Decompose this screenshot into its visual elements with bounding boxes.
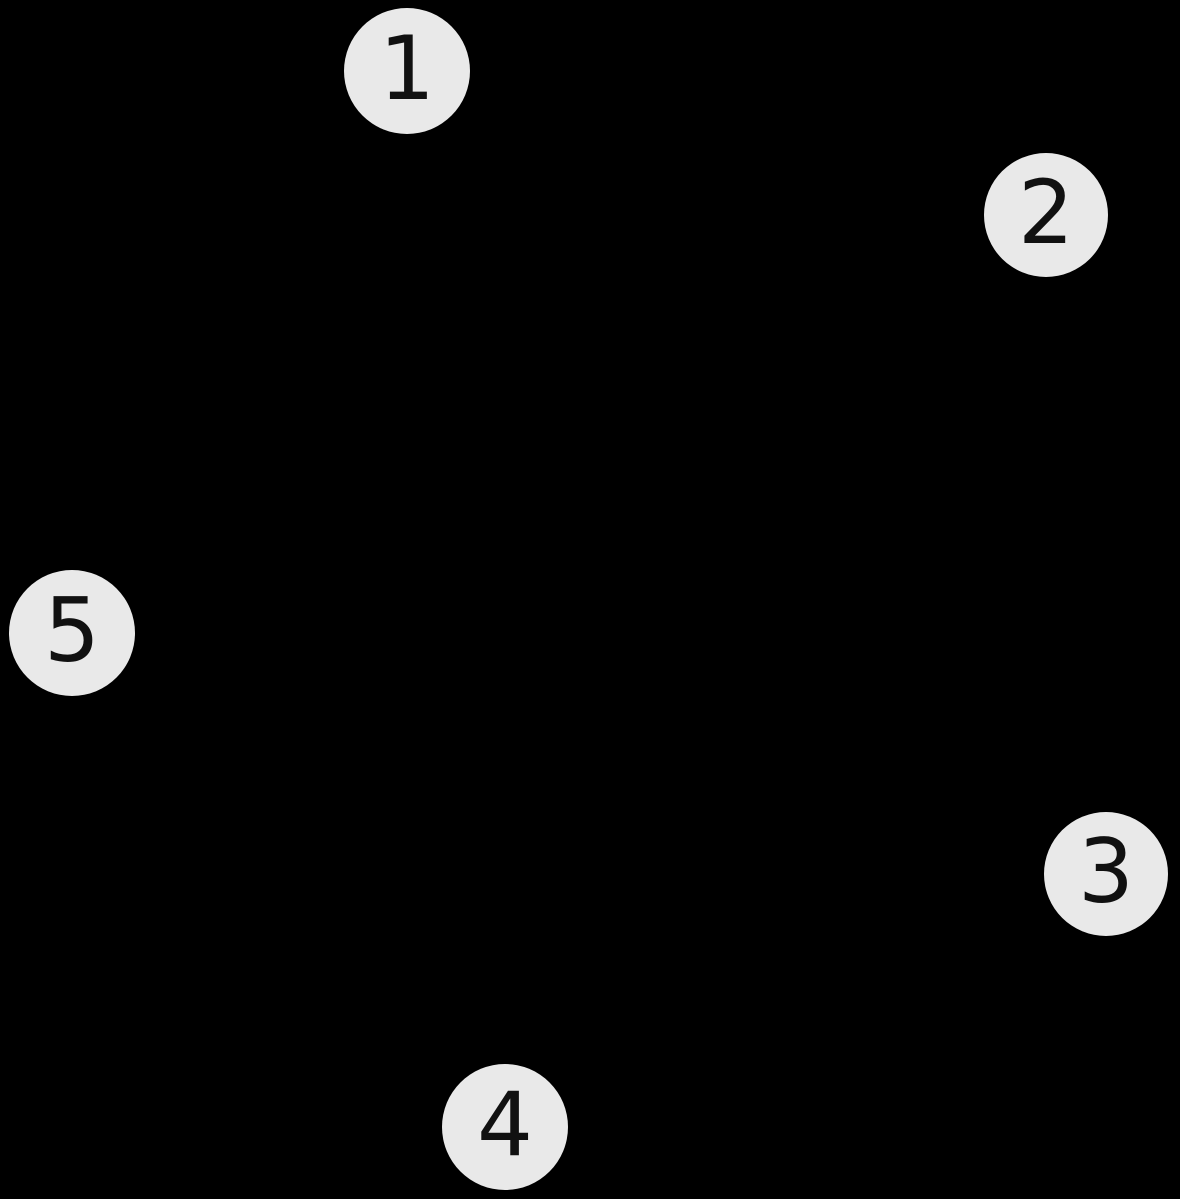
graph-node-1: 1 <box>344 8 470 134</box>
graph-node-5: 5 <box>9 570 135 696</box>
node-label: 1 <box>379 17 435 120</box>
graph-node-4: 4 <box>442 1064 568 1190</box>
graph-node-2: 2 <box>984 153 1108 277</box>
node-label: 4 <box>477 1073 533 1176</box>
node-label: 5 <box>44 579 100 682</box>
graph-node-3: 3 <box>1044 812 1168 936</box>
node-label: 3 <box>1078 820 1134 923</box>
node-label: 2 <box>1018 161 1074 264</box>
